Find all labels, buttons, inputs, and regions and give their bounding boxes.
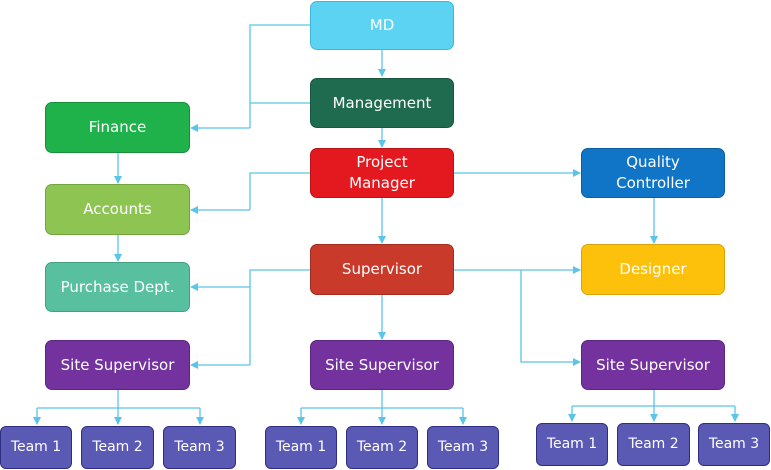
site-supervisor-right-label: Site Supervisor [596, 355, 710, 374]
team-left-2: Team 2 [81, 426, 154, 469]
team-left-1: Team 1 [0, 426, 72, 469]
connector-site-right-teams [572, 390, 735, 407]
md-box: MD [310, 1, 454, 50]
quality-controller-label: Quality Controller [616, 153, 690, 192]
site-supervisor-left-box: Site Supervisor [45, 340, 190, 390]
purchase-dept-box: Purchase Dept. [45, 262, 190, 312]
management-label: Management [332, 93, 432, 112]
team-label: Team 2 [628, 436, 679, 452]
team-label: Team 1 [546, 436, 598, 452]
team-left-3: Team 3 [163, 426, 236, 469]
connector-site-center-teams [301, 390, 463, 409]
team-right-2: Team 2 [617, 423, 690, 466]
team-right-1: Team 1 [536, 423, 608, 466]
supervisor-label: Supervisor [341, 260, 423, 278]
accounts-box: Accounts [45, 184, 190, 235]
team-label: Team 3 [708, 436, 760, 452]
connector-project-manager-spine [249, 172, 310, 210]
team-label: Team 3 [174, 439, 225, 455]
team-label: Team 2 [92, 439, 143, 455]
site-supervisor-center-box: Site Supervisor [310, 340, 454, 390]
team-label: Team 2 [356, 439, 408, 455]
connector-md-spine [249, 24, 310, 128]
md-label: MD [369, 16, 395, 34]
team-label: Team 3 [437, 439, 489, 455]
team-label: Team 1 [275, 439, 327, 455]
management-box: Management [310, 78, 454, 128]
accounts-label: Accounts [83, 200, 152, 218]
quality-controller-box: Quality Controller [581, 148, 725, 198]
team-right-3: Team 3 [698, 423, 770, 466]
site-supervisor-center-label: Site Supervisor [325, 355, 439, 374]
project-manager-label: Project Manager [349, 153, 415, 192]
designer-box: Designer [581, 244, 725, 295]
team-center-1: Team 1 [265, 426, 337, 469]
designer-label: Designer [619, 260, 687, 278]
team-center-3: Team 3 [427, 426, 499, 469]
finance-label: Finance [88, 118, 147, 136]
project-manager-box: Project Manager [310, 148, 454, 198]
connector-supervisor-site-right [520, 270, 581, 366]
connector-site-left-teams [37, 390, 200, 409]
connector-supervisor-spine [249, 269, 310, 365]
finance-box: Finance [45, 102, 190, 153]
supervisor-box: Supervisor [310, 244, 454, 295]
site-supervisor-left-label: Site Supervisor [60, 355, 175, 374]
site-supervisor-right-box: Site Supervisor [581, 340, 725, 390]
purchase-dept-label: Purchase Dept. [60, 277, 175, 296]
team-label: Team 1 [10, 439, 62, 455]
team-center-2: Team 2 [346, 426, 418, 469]
